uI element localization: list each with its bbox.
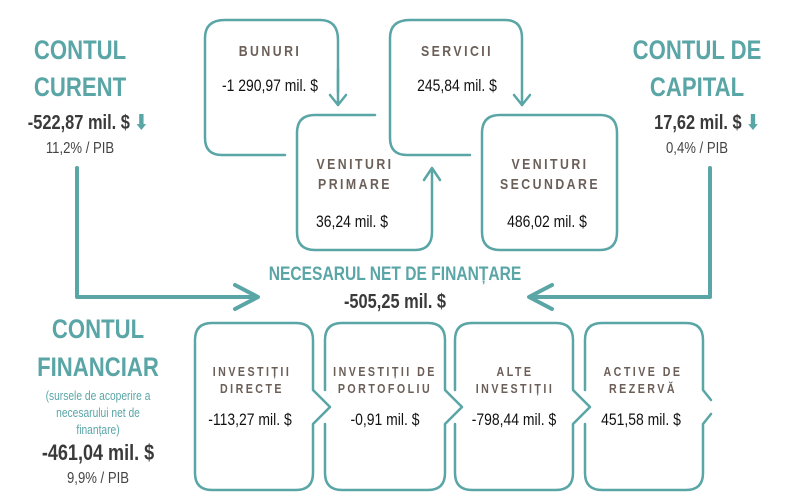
investitii-directe-value: -113,27 mil. $ [208, 410, 292, 429]
current-account-title-2: CURENT [33, 72, 127, 102]
capital-to-net-arrow [527, 166, 712, 311]
box-investitii-directe [193, 321, 332, 492]
bunuri-title: BUNURI [238, 43, 302, 60]
active-rezerva-title-2: REZERVĂ [609, 381, 677, 396]
current-account-value: -522,87 mil. $ ⬇ [27, 112, 149, 134]
investitii-directe-title-2: DIRECTE [219, 381, 285, 396]
active-rezerva-title-1: ACTIVE DE [603, 364, 683, 379]
venituri-secundare-title-1: VENITURI [511, 156, 589, 173]
capital-account-title-1: CONTUL DE [632, 35, 762, 65]
current-account-pib: 11,2% / PIB [45, 140, 115, 157]
arrow-down-icon: ⬇ [746, 112, 760, 134]
venituri-primare-value: 36,24 mil. $ [315, 212, 389, 231]
box-servicii [388, 18, 524, 157]
venituri-secundare-value: 486,02 mil. $ [507, 212, 587, 231]
investitii-portofoliu-title-1: INVESTIȚII DE [333, 364, 437, 379]
servicii-value: 245,84 mil. $ [417, 76, 497, 95]
arrow-servicii-secundare [512, 93, 532, 107]
capital-account-pib: 0,4% / PIB [666, 140, 728, 157]
capital-account-title-2: CAPITAL [649, 72, 745, 102]
investitii-portofoliu-value: -0,91 mil. $ [350, 410, 420, 429]
alte-investitii-value: -798,44 mil. $ [471, 410, 557, 429]
current-to-net-arrow [75, 166, 260, 311]
investitii-portofoliu-title-2: PORTOFOLIU [337, 381, 433, 396]
current-account-title-1: CONTUL [33, 35, 127, 65]
arrow-bunuri-primare [328, 68, 348, 107]
net-financing-title: NECESARUL NET DE FINANȚARE [268, 264, 522, 285]
arrow-down-icon: ⬇ [134, 112, 149, 134]
box-venituri-secundare [480, 113, 619, 252]
venituri-primare-title-1: VENITURI [316, 156, 394, 173]
financial-account-title-1: CONTUL [51, 314, 145, 344]
investitii-directe-title-1: INVESTIȚII [212, 364, 292, 379]
financial-account-note: (sursele de acoperire a necesarului net … [45, 389, 151, 437]
venituri-secundare-title-2: SECUNDARE [499, 176, 601, 193]
net-financing-value: -505,25 mil. $ [343, 291, 447, 313]
alte-investitii-title-1: ALTE [496, 364, 534, 379]
box-alte-investitii [453, 321, 592, 492]
financial-account-pib: 9,9% / PIB [67, 470, 129, 487]
active-rezerva-value: 451,58 mil. $ [601, 410, 681, 429]
box-active-rezerva [583, 321, 713, 492]
bunuri-value: -1 290,97 mil. $ [221, 76, 319, 95]
financial-account-value: -461,04 mil. $ [41, 440, 155, 465]
box-bunuri [203, 18, 340, 157]
venituri-primare-title-2: PRIMARE [318, 176, 392, 193]
financial-account-title-2: FINANCIAR [37, 352, 159, 382]
box-venituri-primare [295, 113, 442, 252]
servicii-title: SERVICII [420, 43, 494, 60]
box-investitii-portofoliu [323, 321, 464, 492]
capital-account-value: 17,62 mil. $ ⬇ [654, 112, 760, 134]
alte-investitii-title-2: INVESTIȚII [475, 381, 555, 396]
